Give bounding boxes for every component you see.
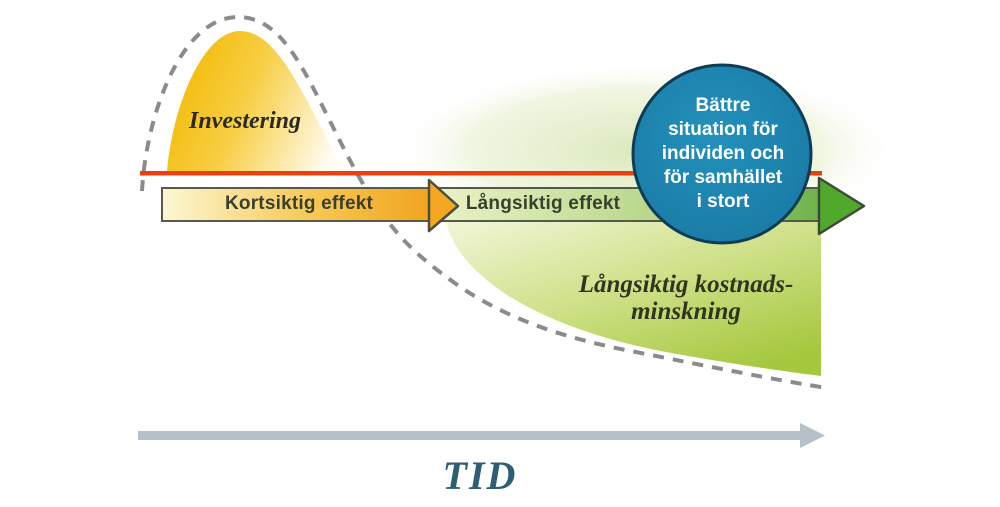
long-term-effect-label: Långsiktig effekt <box>465 193 621 214</box>
outcome-line-3: individen och <box>661 143 785 164</box>
outcome-line-4: för samhället <box>663 167 783 188</box>
investment-area <box>167 31 344 171</box>
investering-label: Investering <box>188 108 301 134</box>
timeline-arrowhead-icon <box>800 423 825 448</box>
outcome-circle-text: Bättre situation för individen och för s… <box>633 94 813 214</box>
outcome-line-1: Bättre <box>695 95 751 116</box>
cost-reduction-line-2: minskning <box>631 298 741 325</box>
timeline-arrow-shaft <box>138 431 802 440</box>
red-baseline <box>140 171 822 176</box>
time-axis-label: TID <box>442 453 518 498</box>
orange-arrowhead-icon <box>427 178 460 233</box>
cost-reduction-area <box>446 221 821 376</box>
outcome-line-2: situation för <box>668 119 778 140</box>
dashed-trajectory-curve <box>140 14 828 390</box>
green-arrowhead-icon <box>817 176 866 236</box>
cost-reduction-label: Långsiktig kostnads- minskning <box>536 271 836 325</box>
cost-reduction-line-1: Långsiktig kostnads- <box>578 271 794 298</box>
outcome-line-5: i stort <box>696 191 750 212</box>
short-term-effect-label: Kortsiktig effekt <box>224 193 374 214</box>
outcome-circle <box>631 63 813 245</box>
